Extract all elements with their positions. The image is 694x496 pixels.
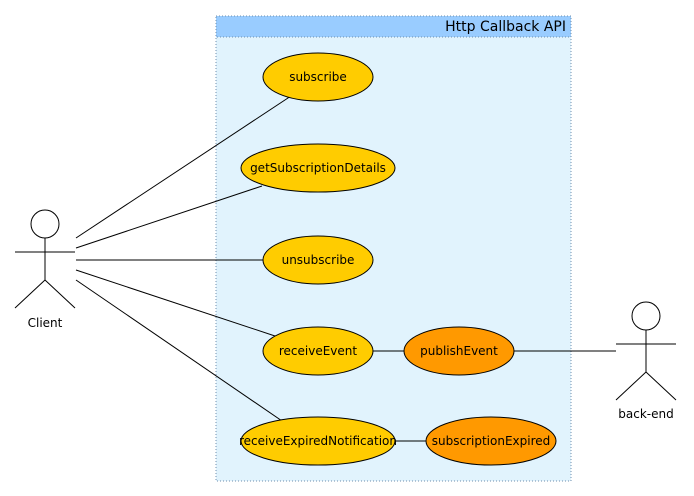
actor-client-right-leg [44,279,76,309]
actor-backend [615,301,677,401]
actor-backend-label: back-end [618,407,673,421]
actor-client [14,209,76,309]
actor-client-label: Client [28,316,63,330]
association-client-get-subscription-details [75,185,263,249]
usecase-subscribe[interactable]: subscribe [262,52,374,102]
usecase-publish-event[interactable]: publishEvent [403,326,515,376]
actor-backend-head [631,301,661,331]
usecase-receive-event-shape[interactable] [262,326,374,376]
associations [75,95,616,442]
system-boundary-title: Http Callback API [445,19,566,35]
actor-client-left-leg [14,279,46,309]
usecase-subscription-expired-label: subscriptionExpired [432,434,551,448]
usecase-get-subscription-details[interactable]: getSubscriptionDetails [240,143,396,193]
usecase-publish-event-label: publishEvent [420,344,498,358]
usecase-unsubscribe-shape[interactable] [262,235,374,285]
usecase-receive-expired-notification-label: receiveExpiredNotification [239,434,397,448]
usecase-unsubscribe[interactable]: unsubscribe [262,235,374,285]
association-client-receive-expired-notification [75,279,286,424]
usecase-subscription-expired-shape[interactable] [425,416,557,466]
usecase-receive-expired-notification[interactable]: receiveExpiredNotification [239,416,397,466]
usecase-get-subscription-details-label: getSubscriptionDetails [250,161,386,175]
usecase-subscribe-label: subscribe [289,70,347,84]
usecase-receive-event[interactable]: receiveEvent [262,326,374,376]
association-client-receive-event [75,269,276,337]
association-client-subscribe [75,95,292,239]
actor-client-head [30,209,60,239]
usecase-get-subscription-details-shape[interactable] [240,143,396,193]
usecase-publish-event-shape[interactable] [403,326,515,376]
usecase-receive-event-label: receiveEvent [279,344,358,358]
actor-backend-left-leg [615,371,647,401]
usecase-unsubscribe-label: unsubscribe [282,253,355,267]
system-boundary-header [215,15,572,38]
usecase-subscription-expired[interactable]: subscriptionExpired [425,416,557,466]
actor-backend-right-leg [645,371,677,401]
usecase-receive-expired-notification-shape[interactable] [240,416,396,466]
usecase-subscribe-shape[interactable] [262,52,374,102]
